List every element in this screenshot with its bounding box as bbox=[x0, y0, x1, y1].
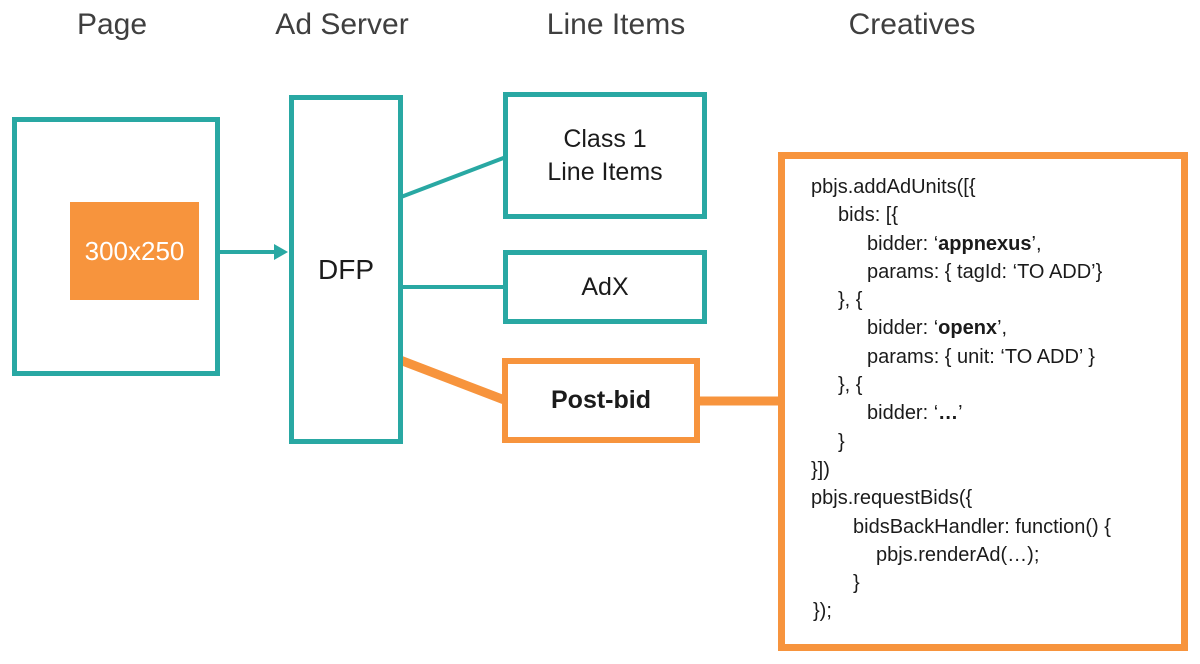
class1-label-line1: Class 1 bbox=[563, 124, 647, 153]
dfp-box: DFP bbox=[289, 95, 403, 444]
code-line: bidder: ‘…’ bbox=[867, 402, 963, 425]
page-box: 300x250 bbox=[12, 117, 220, 376]
code-line: }, { bbox=[838, 374, 863, 397]
class1-label-line2: Line Items bbox=[547, 157, 663, 186]
code-block: pbjs.addAdUnits([{ bids: [{ bidder: ‘appne… bbox=[785, 159, 1181, 626]
postbid-box: Post-bid bbox=[502, 358, 700, 443]
code-line: params: { unit: ‘TO ADD’ } bbox=[867, 345, 1095, 368]
code-line: bids: [{ bbox=[838, 204, 899, 227]
dfp-label: DFP bbox=[318, 253, 374, 285]
code-line: bidder: ‘appnexus’, bbox=[867, 232, 1042, 255]
column-heading-ad-server: Ad Server bbox=[275, 8, 409, 41]
code-line: bidsBackHandler: function() { bbox=[853, 515, 1111, 538]
column-heading-page: Page bbox=[76, 8, 148, 41]
code-line: bidder: ‘openx’, bbox=[867, 317, 1008, 340]
code-line: } bbox=[853, 572, 860, 595]
code-line: pbjs.addAdUnits([{ bbox=[811, 176, 976, 198]
line-dfp-to-class1 bbox=[400, 155, 507, 199]
code-line: pbjs.renderAd(…); bbox=[876, 543, 1040, 566]
class1-line-items-box: Class 1 Line Items bbox=[503, 92, 707, 219]
adx-label: AdX bbox=[581, 272, 629, 301]
creatives-code-box: pbjs.addAdUnits([{ bids: [{ bidder: ‘appne… bbox=[778, 152, 1188, 651]
arrowhead-icon bbox=[274, 244, 288, 260]
adx-box: AdX bbox=[503, 250, 707, 324]
postbid-label: Post-bid bbox=[551, 386, 651, 414]
column-heading-creatives: Creatives bbox=[848, 8, 976, 41]
line-dfp-to-postbid bbox=[398, 355, 509, 406]
ad-slot-300x250: 300x250 bbox=[70, 202, 199, 300]
ad-slot-label: 300x250 bbox=[84, 235, 185, 266]
code-line: params: { tagId: ‘TO ADD’} bbox=[867, 260, 1103, 283]
code-line: }]) bbox=[811, 458, 830, 481]
code-line: }); bbox=[813, 600, 832, 623]
code-line: }, { bbox=[838, 289, 863, 312]
code-line: } bbox=[838, 430, 845, 453]
code-line: pbjs.requestBids({ bbox=[811, 487, 973, 510]
column-heading-line-items: Line Items bbox=[546, 8, 686, 41]
